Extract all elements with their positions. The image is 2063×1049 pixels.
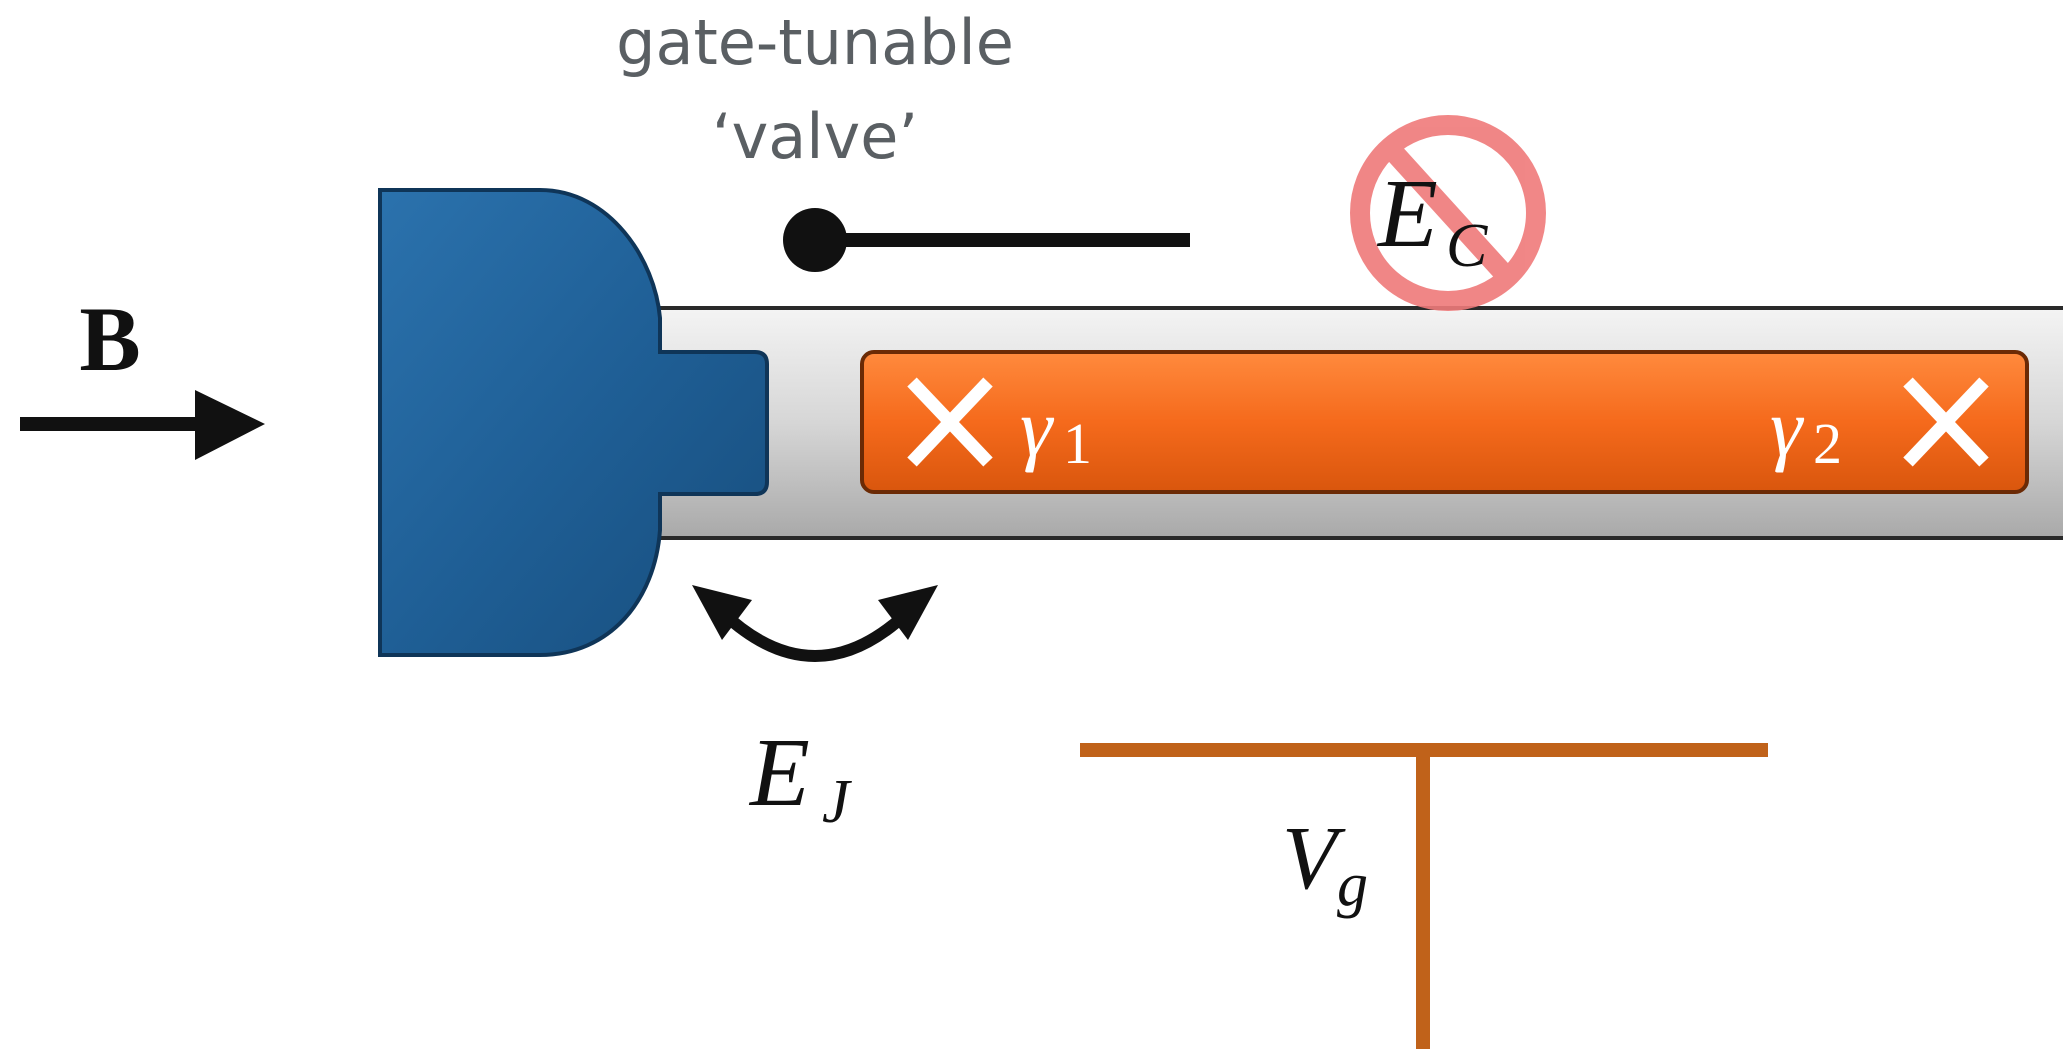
vg-subscript: g (1337, 851, 1368, 919)
gamma1-symbol: γ (1020, 382, 1055, 473)
field-arrow-icon (20, 390, 265, 460)
ej-symbol: E (748, 719, 810, 827)
gamma2-symbol: γ (1770, 382, 1805, 473)
gate-electrode (1080, 743, 1768, 1049)
majorana-cross-left-icon (907, 377, 993, 467)
josephson-coupling-arrow-icon (692, 585, 938, 662)
gamma1-subscript: 1 (1063, 411, 1092, 476)
majorana-cross-right-icon (1903, 377, 1989, 467)
valve-label-line2: ‘valve’ (712, 100, 918, 173)
valve-label-line1: gate-tunable (616, 6, 1014, 79)
field-label: B (79, 288, 140, 390)
ec-subscript: C (1446, 212, 1488, 280)
vg-symbol: V (1282, 809, 1346, 908)
ej-subscript: J (822, 768, 852, 836)
superconducting-lead (378, 188, 769, 657)
valve-gate (783, 208, 1190, 272)
ec-symbol: E (1376, 160, 1438, 268)
no-charging-energy-icon (1350, 115, 1546, 311)
gamma2-subscript: 2 (1813, 411, 1842, 476)
topological-island (860, 350, 2029, 494)
